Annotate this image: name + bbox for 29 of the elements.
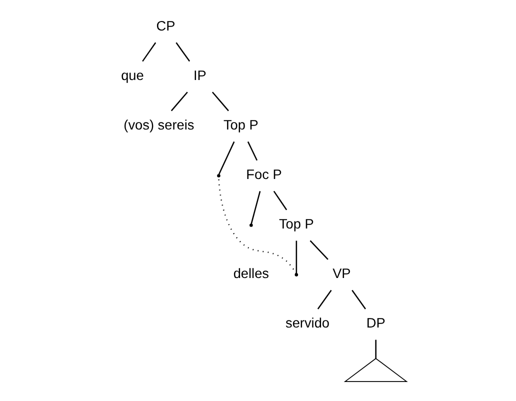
node-text: VP (332, 266, 351, 282)
connector (250, 191, 261, 224)
connector (247, 141, 258, 161)
connector (352, 290, 366, 310)
node-text: DP (366, 316, 386, 331)
connector (212, 92, 229, 112)
connector (375, 340, 376, 358)
node-point (294, 273, 298, 276)
node-text: que (121, 68, 144, 83)
node-text: servido (286, 316, 330, 331)
node-text: Foc P (246, 166, 282, 182)
connector (273, 190, 288, 210)
node-triangle (344, 358, 408, 382)
connector (170, 92, 188, 112)
label: delles (233, 266, 270, 282)
node-point (217, 174, 220, 178)
connector (296, 240, 298, 274)
node-text: (vos) sereis (124, 117, 194, 132)
node-point (250, 224, 253, 227)
connector (317, 290, 332, 310)
connector (176, 42, 190, 62)
connector (218, 141, 235, 175)
node-text: Top P (278, 216, 314, 232)
node-text: Top P (223, 117, 258, 132)
node-text: IP (193, 68, 206, 83)
connector (142, 42, 156, 62)
connector (310, 240, 328, 260)
connector (218, 177, 297, 274)
node-text: CP (156, 18, 176, 34)
